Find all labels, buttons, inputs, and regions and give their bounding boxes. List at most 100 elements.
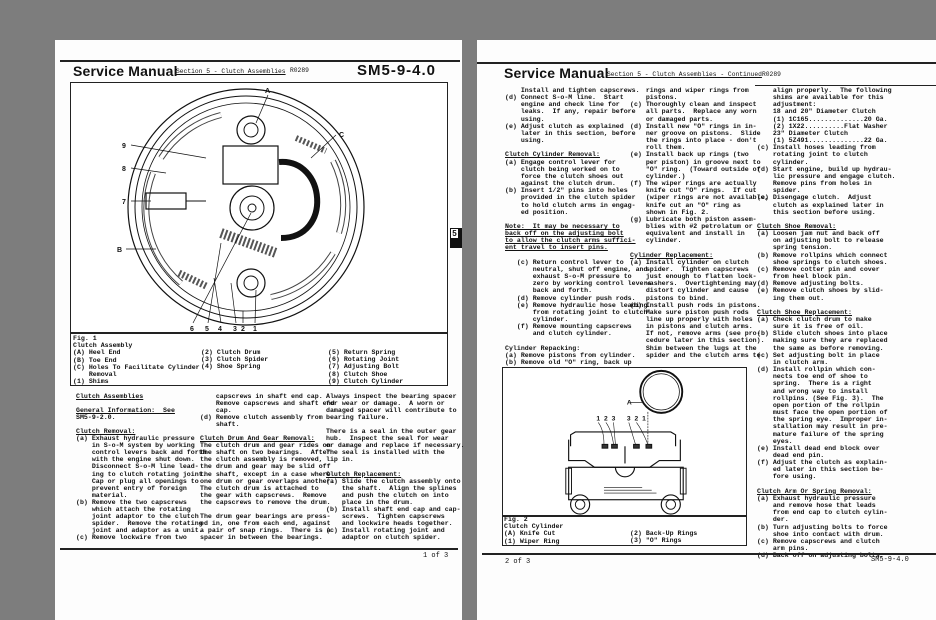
text-line: Fig. 2 [504,516,528,523]
text-line: stallation may result in pre- [757,423,888,431]
text-line: (wiper rings are not available, [630,194,769,202]
heading-line: back off on the adjusting bolt [505,230,651,237]
figure-caption-divider [71,332,447,334]
text-line: and remove hose that leads [757,502,876,510]
heading-line: Clutch Replacement: [326,471,465,478]
callout-5: 5 [205,326,209,332]
text-line: 23" Diameter Clutch [757,129,849,137]
text-line: (c) Remove capscrews and clutch [757,537,880,545]
text-line: the same as before removing. [757,344,884,352]
heading-line: Cylinder Replacement: [630,252,769,259]
text-line: (b) Insert 1/2" pins into holes [505,187,628,195]
section-heading: Clutch Shoe Removal: [757,222,837,230]
footer-rule [60,548,458,550]
section-heading: Clutch Drum And Gear Removal: [200,435,315,443]
text-line: eyes. [757,437,793,445]
page1-column-2: capscrews in shaft end cap. Remove capsc… [200,393,335,541]
text-line: (e) Adjust clutch as explained [505,122,624,130]
manual-page-2: Service Manual Section 5 - Clutch Assemb… [477,40,936,620]
text-line: spacer in between the bearings. [200,533,323,541]
text-line: the shaft on two bearings. After [200,449,331,457]
text-line: (d) Install rollpin which con- [757,366,876,374]
text-line: (b) Remove rollpins which connect [757,251,888,259]
text-line: Remove pins from holes in [757,180,872,188]
section-heading: Clutch Removal: [76,428,136,436]
text-line: align properly. The following [757,87,892,94]
text-line: ing to clutch rotating joint. [76,470,207,478]
text-line: (b) Remove old "O" ring, back up [505,358,632,366]
text-line: pistons. [630,94,678,102]
text-line: from heel block pin. [757,273,852,281]
callout-a: A [265,88,270,95]
callout-c: C [339,132,344,139]
clutch-cylinder-diagram: A 1 2 3 3 2 1 [565,369,687,515]
text-line: ing them out. [757,294,825,302]
text-line: exhaust S-o-M pressure to [505,273,632,281]
text-line: Cap or plug all openings to [76,477,199,485]
text-line: (d) Remove adjusting bolts. [757,280,864,288]
text-line: The seal is installed with the [326,449,445,457]
text-line: (a) Check clutch drum to make [757,316,872,323]
text-line [757,216,896,223]
text-line: Cylinder Repacking: [505,344,581,352]
text-line: (1) 1C165..............20 Ga. [757,115,888,123]
text-line: (d) Start engine, build up hydrau- [757,165,892,173]
text-line: (a) Remove pistons from cylinder. [505,351,636,359]
section-tab[interactable]: 5 [450,228,462,248]
text-line: provided in the clutch spider [505,194,636,202]
text-line: (c) Remove lockwire from two [76,533,187,541]
text-line: (g) Lubricate both piston assem- [630,215,757,223]
text-line: SM5-9-2.0. [76,414,116,422]
text-line: the capscrews to remove the drum. [200,498,331,506]
text-line: cylinder. [630,237,682,245]
text-line: rings and wiper rings from [630,87,749,94]
text-line: or damage and replace if necessary. [326,442,465,450]
text-line: and push the clutch on into [326,491,449,499]
text-line: neutral, shut off engine, and [505,265,648,273]
callout-2: 2 [635,416,639,423]
text-line: (1) Shims [73,378,109,386]
manual-page-1: Service Manual Section 5 - Clutch Assemb… [55,40,465,620]
text-line: (d) Install new "O" rings in in- [630,122,757,130]
text-line: (d) Connect S-o-M line. Start [505,94,624,102]
text-line: cylinder. [505,316,569,323]
callout-4: 4 [218,326,222,332]
text-line: The clutch drum and gear rides on [200,442,331,450]
text-line: hub. Inspect the seal for wear [326,435,449,443]
text-line: roll them. [630,144,686,152]
text-line: for wear or damage. A worn or [326,400,445,408]
callout-2: 2 [604,416,608,423]
text-line: (e) Remove hydraulic hose leading [505,301,648,309]
text-line: (5) Return Spring [328,349,396,356]
callout-1: 1 [596,416,600,423]
text-line: (A) Knife Cut [504,530,556,538]
section-heading: Cylinder Replacement: [630,251,714,259]
section-heading: ent travel to insert pins. [505,244,608,252]
text-line: screws. Tighten capscrews [326,512,445,520]
text-line: (c) Install hoses leading from [757,144,876,152]
text-line: (a) Engage control lever for [505,158,616,166]
text-line: in S-o-M system by working [76,442,195,450]
text-line: (c) Return control lever to [505,258,624,266]
text-line: (3) "O" Rings [630,537,682,545]
text-line: (f) The wiper rings are actually [630,180,757,188]
section-title: Section 5 - Clutch Assemblies - Continue… [607,71,762,78]
callout-7: 7 [122,199,126,206]
text-line: this section before using. [757,208,876,216]
text-line: lip in. [326,456,354,464]
page2-column-2: rings and wiper rings from pistons.(c) T… [630,87,769,359]
text-line: spring tension. [757,244,833,252]
text-line: (2) 1X22..........Flat Washer [757,122,888,130]
manual-title: Service Manual [73,63,178,79]
text-line: zero by working control levers [505,280,652,288]
text-line: blies with #2 petrolatum or [630,222,753,230]
text-line: der. [757,516,789,524]
text-line: pistons to bind. [630,294,710,302]
text-line: There is a seal in the outer gear [326,428,457,436]
page2-column-1: Install and tighten capscrews.(d) Connec… [505,87,651,366]
callout-2: 2 [241,326,245,332]
text-line: from end cap to clutch cylin- [757,509,888,517]
text-line: joint adaptor to the clutch [76,512,199,520]
text-line: knife cut "O" rings. If cut [630,187,757,195]
